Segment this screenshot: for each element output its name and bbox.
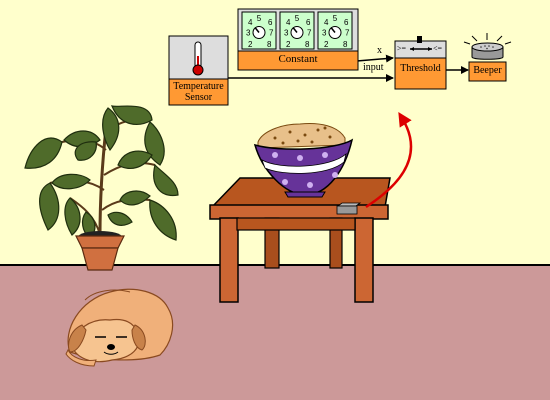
sleeping-dog [65,288,174,367]
red-signal-arrow [365,112,413,209]
temperature-sensor-label-line2: Sensor [184,92,213,103]
dial-digit: 8 [343,40,348,49]
constant-label: Constant [278,53,318,65]
dial-pointer [292,27,298,33]
beeper-label: Beeper [473,65,502,76]
dial-digit: 8 [267,40,272,49]
dial-digit: 2 [324,40,329,49]
threshold-slider-icon [410,36,432,51]
dial-digit: 7 [345,29,350,38]
dial-digit: 4 [324,18,329,27]
dial-digit: 8 [305,40,310,49]
dial-digit: 4 [286,18,291,27]
dial-digit: 7 [269,29,274,38]
dial-3[interactable]: 54 6 3 7 2 8 [317,11,353,50]
wire-input-label: input [363,62,384,73]
dial-digit: 3 [284,29,289,38]
threshold-block[interactable] [394,36,447,90]
temperature-probe [336,202,362,215]
wire-x-label: x [377,45,382,56]
beeper-icon [463,33,512,60]
dial-digit: 2 [248,40,253,49]
temperature-sensor-block[interactable] [168,35,229,106]
popcorn-bowl [253,123,354,198]
dial-pointer [330,27,336,33]
dial-digit: 3 [322,29,327,38]
dial-1[interactable]: 54 6 3 7 2 8 [241,11,277,50]
temperature-sensor-label-line1: Temperature [173,81,224,92]
temperature-sensor-label: Temperature Sensor [169,81,228,103]
threshold-label: Threshold [400,63,441,74]
threshold-symbol-le: <= [433,44,443,53]
dial-2[interactable]: 54 6 3 7 2 8 [279,11,315,50]
dial-digit: 5 [295,14,300,23]
dial-digit: 5 [333,14,338,23]
threshold-symbol-ge: >= [397,44,407,53]
dial-digit: 2 [286,40,291,49]
dial-digit: 3 [246,29,251,38]
beeper-block[interactable] [463,33,512,82]
dial-digit: 6 [306,18,311,27]
dial-digit: 6 [268,18,273,27]
dial-digit: 5 [257,14,262,23]
potted-plant [24,105,179,271]
dial-digit: 6 [344,18,349,27]
dial-digit: 4 [248,18,253,27]
dial-digit: 7 [307,29,312,38]
thermometer-icon [192,41,204,76]
table [209,177,391,303]
dial-pointer [254,27,260,33]
